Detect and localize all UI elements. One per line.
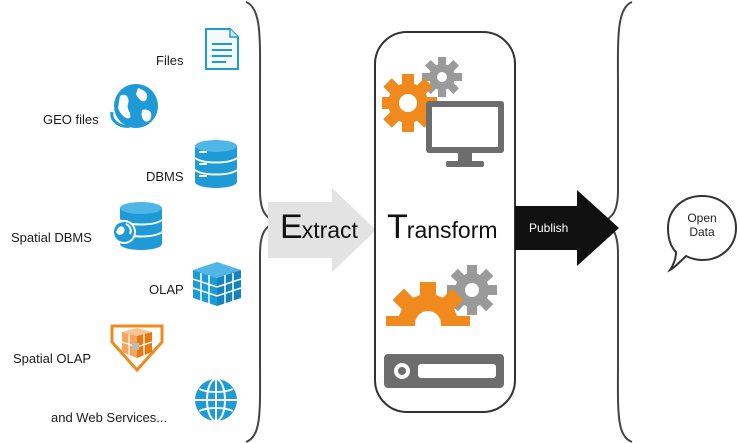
source-label-dbms: DBMS [146,169,184,184]
open-data-bubble [666,194,738,273]
globe-icon [110,84,158,128]
publish-arrow [515,190,619,266]
spatial-cube-icon [110,324,164,373]
cube-icon [192,262,242,306]
gears-monitor-icon [382,57,504,167]
spatial-database-icon [112,202,163,250]
open-data-line2: Data [689,224,715,239]
extract-arrow [268,188,376,272]
extract-cap: E [280,208,303,246]
source-label-geo-files: GEO files [43,112,99,127]
source-label-web-services: and Web Services... [51,410,168,425]
source-label-olap: OLAP [149,282,184,297]
web-globe-icon [195,378,237,422]
source-label-spatial-olap: Spatial OLAP [13,351,92,366]
document-icon [205,28,239,70]
extract-label: Extract [280,210,358,244]
open-data-line1: Open [687,211,717,225]
database-icon [194,140,238,188]
source-label-files: Files [156,53,184,68]
publish-label: Publish [529,221,569,235]
transform-label: Transform [387,210,498,244]
source-label-spatial-dbms: Spatial DBMS [11,230,92,245]
gears-server-icon [380,265,510,388]
extract-rest: xtract [301,217,358,243]
transform-rest: ransform [406,217,498,243]
transform-cap: T [387,208,408,246]
open-data-label: Open Data [672,211,732,240]
